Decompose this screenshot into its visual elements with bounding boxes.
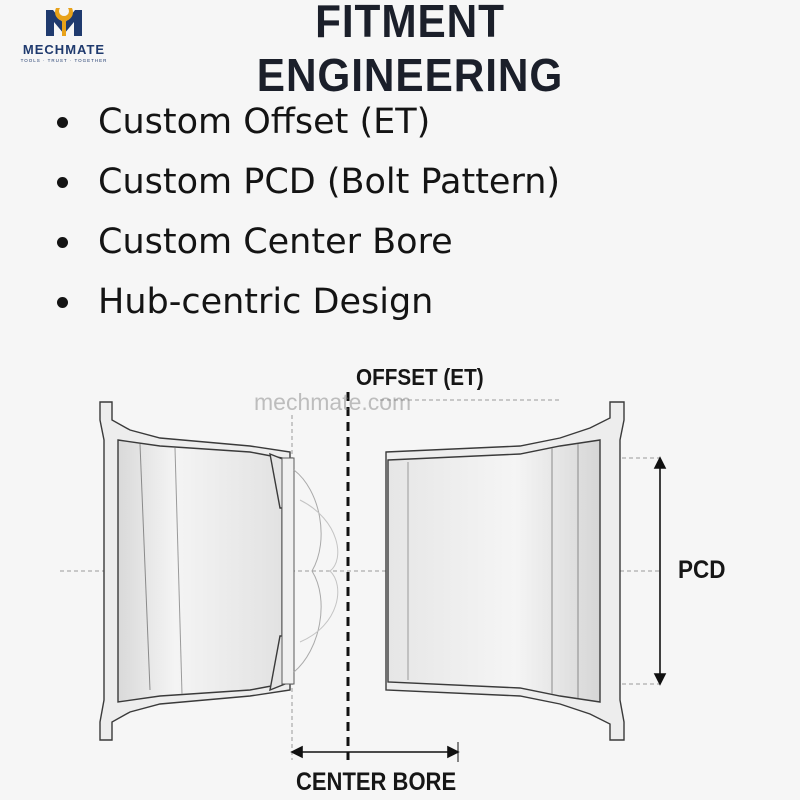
hub-mount-face <box>281 457 339 685</box>
feature-item-pcd: Custom PCD (Bolt Pattern) <box>50 154 560 214</box>
feature-list: Custom Offset (ET) Custom PCD (Bolt Patt… <box>50 94 560 334</box>
center-bore-dimension-arrow <box>290 742 460 762</box>
feature-item-offset: Custom Offset (ET) <box>50 94 560 154</box>
feature-item-center-bore: Custom Center Bore <box>50 214 560 274</box>
watermark: mechmate.com <box>254 389 412 415</box>
brand-name: MECHMATE <box>22 42 106 57</box>
pcd-label: PCD <box>678 556 726 584</box>
right-rim-half <box>385 401 625 741</box>
feature-item-hub-centric: Hub-centric Design <box>50 274 560 334</box>
brand-logo: MECHMATE TOOLS · TRUST · TOGETHER <box>8 4 120 68</box>
page-title: FITMENT ENGINEERING <box>256 0 564 101</box>
center-bore-label: CENTER BORE <box>296 768 457 796</box>
left-rim-half <box>99 401 291 741</box>
mechmate-logo-icon <box>46 8 82 36</box>
pcd-dimension-arrow <box>653 456 667 686</box>
brand-tagline: TOOLS · TRUST · TOGETHER <box>20 58 108 63</box>
offset-label: OFFSET (ET) <box>356 364 484 390</box>
